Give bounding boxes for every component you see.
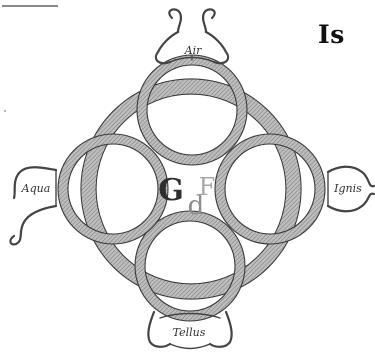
ring-left <box>58 134 168 244</box>
monogram-letter-f: F <box>199 173 216 201</box>
monogram-letter-g: G <box>158 173 184 208</box>
central-ring-inner <box>96 94 286 284</box>
label-aqua: Aqua <box>21 182 51 195</box>
label-ignis: Ignis <box>333 182 362 195</box>
cartouche-left <box>10 167 56 244</box>
label-tellus: Tellus <box>173 326 206 339</box>
ring-right <box>215 134 325 244</box>
ring-top <box>137 55 247 165</box>
label-air: Air <box>184 44 202 57</box>
central-ring-band <box>89 87 294 292</box>
